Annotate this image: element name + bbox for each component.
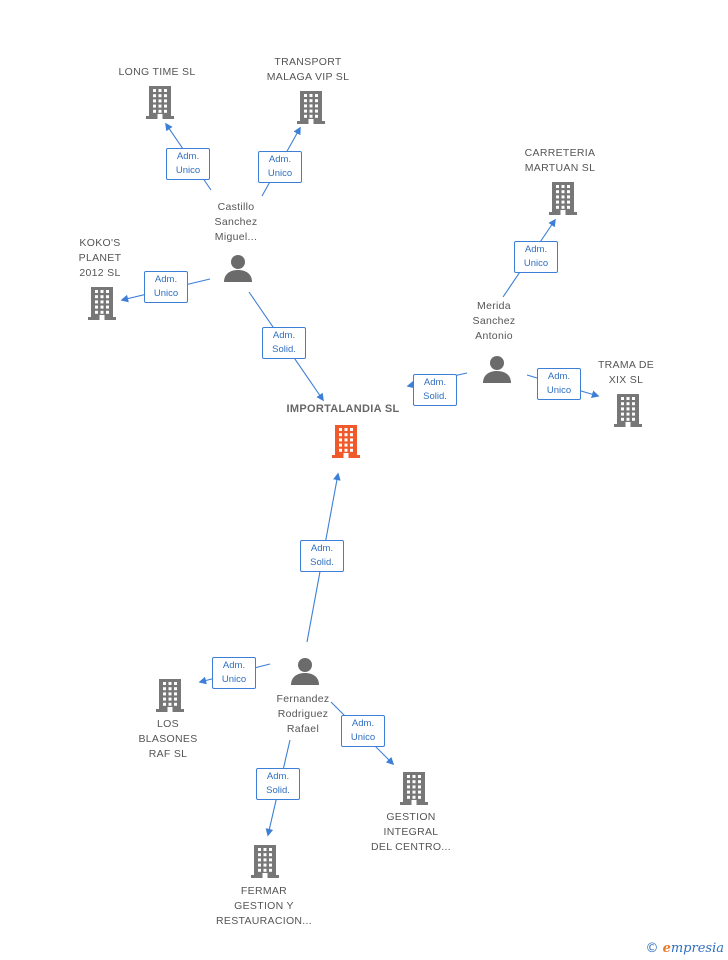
role-badge-merida-trama[interactable]: Adm. Unico — [537, 368, 581, 400]
role-badge-merida-carreteria[interactable]: Adm. Unico — [514, 241, 558, 273]
person-merida-label[interactable]: Merida Sanchez Antonio — [472, 300, 516, 342]
person-icon[interactable] — [223, 253, 253, 288]
person-castillo-label[interactable]: Castillo Sanchez Miguel... — [214, 201, 258, 243]
building-icon[interactable] — [145, 85, 175, 124]
building-icon[interactable] — [331, 424, 361, 463]
role-badge-fernandez-main[interactable]: Adm. Solid. — [300, 540, 344, 572]
building-icon[interactable] — [613, 393, 643, 432]
role-badge-castillo-long_time[interactable]: Adm. Unico — [166, 148, 210, 180]
brand-initial: e — [662, 941, 671, 956]
role-badge-fernandez-gestion[interactable]: Adm. Unico — [341, 715, 385, 747]
main-company-label[interactable]: IMPORTALANDIA SL — [286, 403, 400, 415]
building-icon[interactable] — [548, 181, 578, 220]
company-trama-label[interactable]: TRAMA DE XIX SL — [597, 359, 655, 386]
person-icon[interactable] — [290, 656, 320, 691]
company-carreteria-label[interactable]: CARRETERIA MARTUAN SL — [524, 147, 596, 174]
building-icon[interactable] — [250, 844, 280, 883]
building-icon[interactable] — [155, 678, 185, 717]
role-badge-fernandez-blasones[interactable]: Adm. Unico — [212, 657, 256, 689]
company-long-time-label[interactable]: LONG TIME SL — [118, 66, 196, 78]
company-blasones-label[interactable]: LOS BLASONES RAF SL — [138, 718, 198, 760]
brand-name: mpresia — [670, 941, 724, 956]
company-gestion-label[interactable]: GESTION INTEGRAL DEL CENTRO... — [371, 811, 451, 853]
company-fermar-label[interactable]: FERMAR GESTION Y RESTAURACION... — [216, 885, 312, 927]
person-icon[interactable] — [482, 354, 512, 389]
building-icon[interactable] — [87, 286, 117, 325]
role-badge-castillo-main[interactable]: Adm. Solid. — [262, 327, 306, 359]
role-badge-castillo-kokos[interactable]: Adm. Unico — [144, 271, 188, 303]
footer-brand[interactable]: © empresia — [645, 941, 724, 956]
building-icon[interactable] — [399, 771, 429, 810]
building-icon[interactable] — [296, 90, 326, 129]
company-transport-label[interactable]: TRANSPORT MALAGA VIP SL — [266, 56, 350, 83]
company-kokos-label[interactable]: KOKO'S PLANET 2012 SL — [78, 237, 122, 279]
role-badge-fernandez-fermar[interactable]: Adm. Solid. — [256, 768, 300, 800]
role-badge-merida-main[interactable]: Adm. Solid. — [413, 374, 457, 406]
copyright-symbol: © — [645, 941, 659, 956]
person-fernandez-label[interactable]: Fernandez Rodriguez Rafael — [276, 693, 330, 735]
role-badge-castillo-transport[interactable]: Adm. Unico — [258, 151, 302, 183]
